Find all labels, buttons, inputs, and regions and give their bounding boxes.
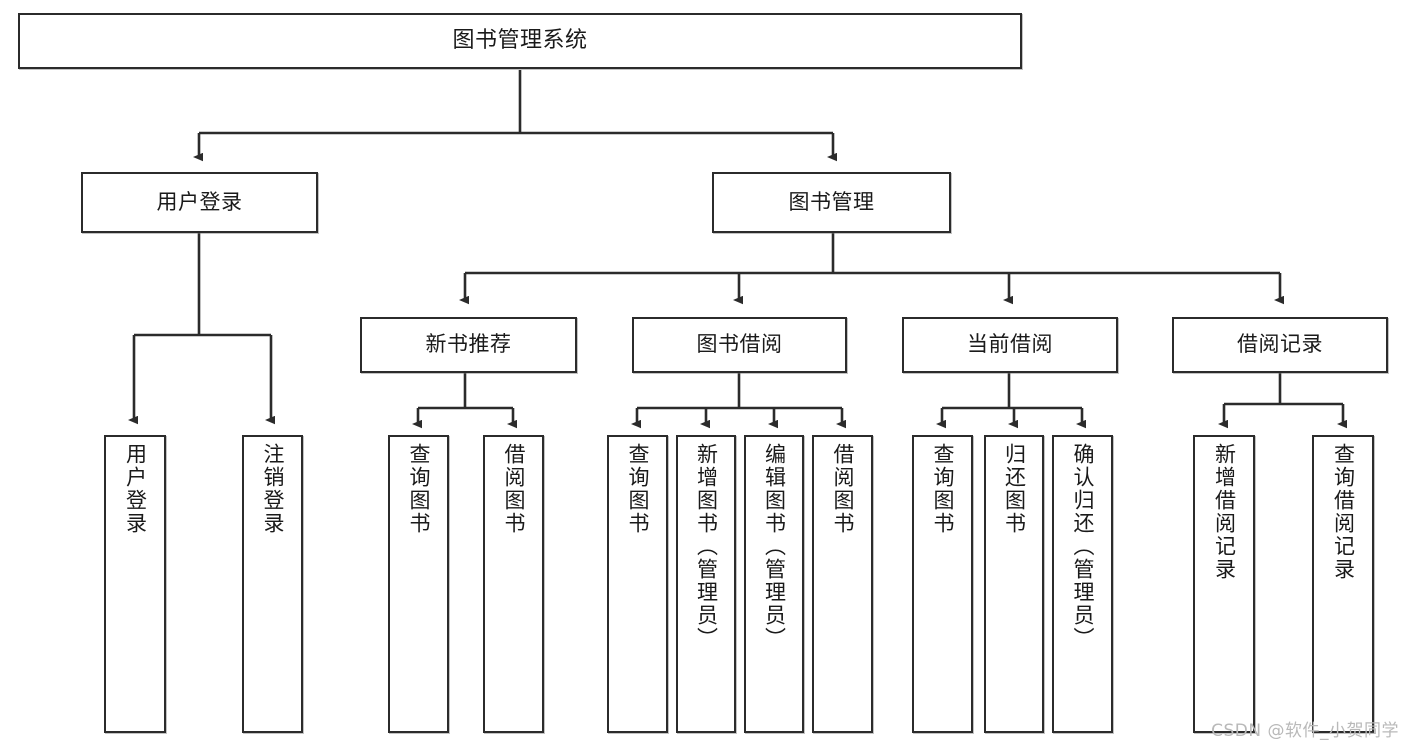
node-label: 用户登录 <box>156 189 243 214</box>
leaf-add-book-admin[interactable]: 新增图书（管理员） <box>676 435 736 733</box>
node-label: 编辑图书（管理员） <box>762 443 787 650</box>
leaf-query-books-current[interactable]: 查询图书 <box>912 435 973 733</box>
node-label: 注销登录 <box>260 443 285 535</box>
leaf-query-borrowing-record[interactable]: 查询借阅记录 <box>1312 435 1374 733</box>
node-user-login[interactable]: 用户登录 <box>81 172 318 233</box>
node-label: 借阅图书 <box>830 443 855 535</box>
node-label: 图书管理系统 <box>452 27 588 53</box>
node-label: 新增图书（管理员） <box>694 443 719 650</box>
node-current-borrowing[interactable]: 当前借阅 <box>902 317 1118 373</box>
node-book-borrowing[interactable]: 图书借阅 <box>632 317 847 373</box>
node-label: 确认归还（管理员） <box>1070 443 1095 650</box>
leaf-add-borrowing-record[interactable]: 新增借阅记录 <box>1193 435 1255 733</box>
leaf-edit-book-admin[interactable]: 编辑图书（管理员） <box>744 435 804 733</box>
node-label: 借阅记录 <box>1237 332 1323 357</box>
leaf-logout-login[interactable]: 注销登录 <box>242 435 303 733</box>
leaf-query-books-new-book[interactable]: 查询图书 <box>388 435 449 733</box>
node-book-management[interactable]: 图书管理 <box>712 172 951 233</box>
node-label: 当前借阅 <box>967 332 1053 357</box>
leaf-borrow-books-borrow[interactable]: 借阅图书 <box>812 435 873 733</box>
node-label: 新增借阅记录 <box>1212 443 1237 581</box>
node-label: 借阅图书 <box>501 443 526 535</box>
node-label: 用户登录 <box>123 443 148 535</box>
node-label: 图书管理 <box>788 189 875 214</box>
node-label: 查询借阅记录 <box>1331 443 1356 581</box>
node-label: 查询图书 <box>625 443 650 535</box>
node-label: 新书推荐 <box>425 332 512 357</box>
node-borrowing-record[interactable]: 借阅记录 <box>1172 317 1388 373</box>
node-root-book-management-system[interactable]: 图书管理系统 <box>18 13 1022 69</box>
leaf-user-login[interactable]: 用户登录 <box>104 435 166 733</box>
leaf-query-books-borrow[interactable]: 查询图书 <box>607 435 668 733</box>
node-new-book-recommendation[interactable]: 新书推荐 <box>360 317 577 373</box>
node-label: 查询图书 <box>930 443 955 535</box>
leaf-confirm-return-admin[interactable]: 确认归还（管理员） <box>1052 435 1113 733</box>
node-label: 查询图书 <box>406 443 431 535</box>
node-label: 归还图书 <box>1002 443 1027 535</box>
leaf-return-books[interactable]: 归还图书 <box>984 435 1044 733</box>
node-label: 图书借阅 <box>696 332 783 357</box>
leaf-borrow-books-new-book[interactable]: 借阅图书 <box>483 435 544 733</box>
csdn-watermark: CSDN @软件_小贺同学 <box>1211 721 1399 741</box>
